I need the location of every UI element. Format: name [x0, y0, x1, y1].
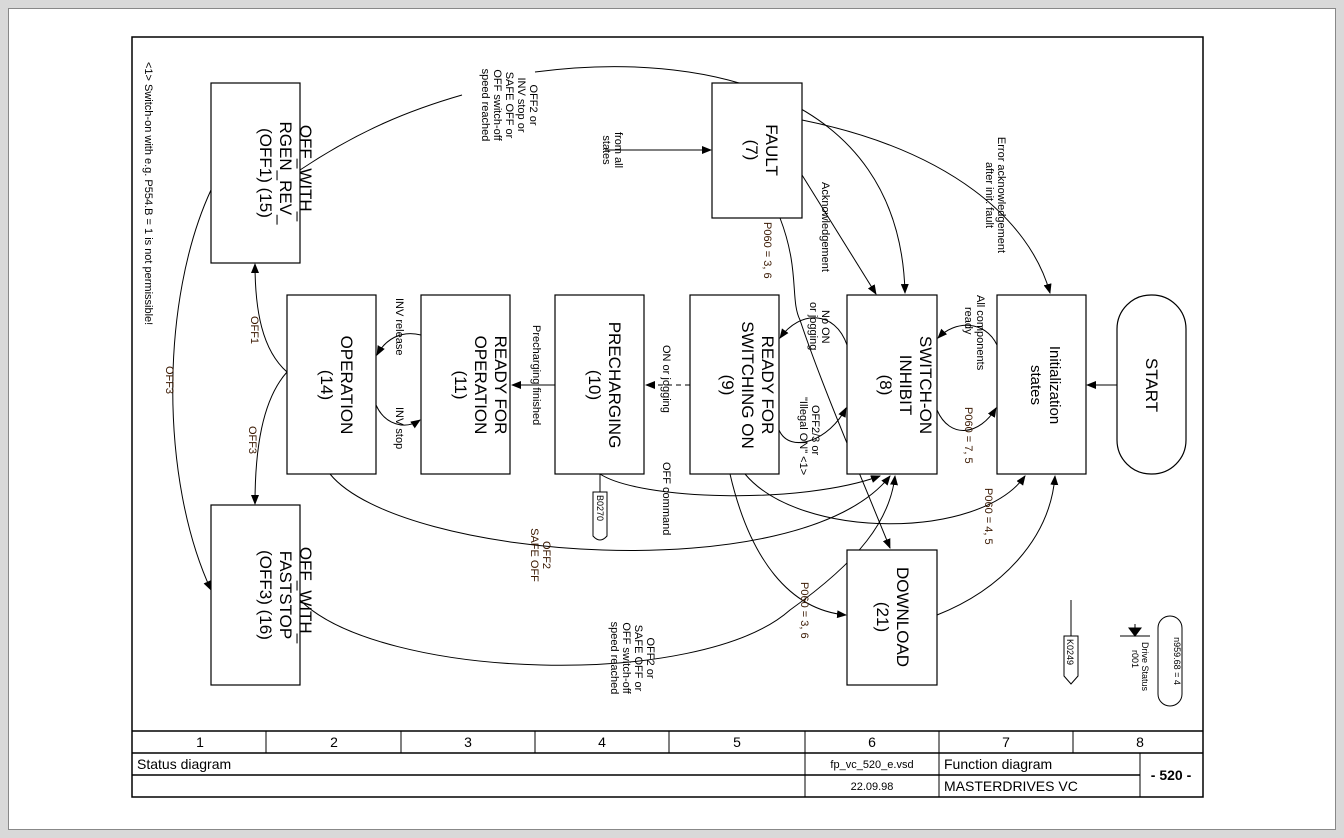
- svg-text:SWITCH-ONINHIBIT(8): SWITCH-ONINHIBIT(8): [876, 336, 935, 434]
- label-p060-45: P060 = 4, 5: [982, 488, 994, 545]
- svg-text:2: 2: [330, 734, 338, 750]
- label-off1: OFF1: [248, 316, 260, 344]
- label-off3-left: OFF3: [163, 366, 175, 394]
- svg-text:Function diagram: Function diagram: [944, 756, 1052, 772]
- state-off-with-rgen-rev: OFF_WITH_RGEN_REV_(OFF1) (15): [210, 82, 315, 264]
- svg-text:1: 1: [196, 734, 204, 750]
- state-off-with-faststop: OFF_WITH_FASTSTOP(OFF3) (16): [210, 504, 315, 686]
- state-ready-for-switching-on: READY FORSWITCHING ON(9): [689, 294, 780, 475]
- svg-text:START: START: [1142, 358, 1161, 412]
- svg-text:MASTERDRIVES VC: MASTERDRIVES VC: [944, 778, 1078, 794]
- svg-text:OFF_WITH_FASTSTOP(OFF3) (16): OFF_WITH_FASTSTOP(OFF3) (16): [256, 547, 315, 644]
- svg-text:4: 4: [598, 734, 606, 750]
- svg-text:n959.68 = 4: n959.68 = 4: [1172, 637, 1182, 685]
- label-p060-36-bottom: P060 = 3, 6: [798, 582, 810, 639]
- label-off2-top: OFF2 orINV stop orSAFE OFF orOFF switch-…: [479, 69, 539, 142]
- label-inv-release: INV release: [393, 298, 405, 355]
- svg-text:K0249: K0249: [1065, 639, 1075, 665]
- svg-text:DOWNLOAD(21): DOWNLOAD(21): [873, 567, 912, 667]
- page-number: - 520 -: [1151, 767, 1192, 783]
- label-error-ack: Error acknowledgementafter init. fault: [983, 137, 1007, 253]
- state-switch-on-inhibit: SWITCH-ONINHIBIT(8): [846, 294, 938, 475]
- state-operation: OPERATION(14): [286, 294, 377, 475]
- title-block: 1 2 3 4 5 6 7 8 Status diagram fp_vc_520…: [132, 730, 1203, 797]
- label-off3-mid: OFF3: [246, 426, 258, 454]
- n959-badge: n959.68 = 4: [1157, 615, 1183, 707]
- svg-text:READY FOROPERATION(11): READY FOROPERATION(11): [451, 336, 510, 435]
- state-initialization: Initializationstates: [996, 294, 1087, 475]
- label-off2-safe-off: OFF2SAFE OFF: [528, 528, 552, 582]
- svg-text:FAULT(7): FAULT(7): [742, 124, 781, 176]
- drive-status-r001: Drive Statusr001: [1130, 642, 1150, 692]
- label-on-or-jogging: ON or jogging: [660, 345, 672, 413]
- state-start: START: [1116, 294, 1187, 475]
- svg-text:6: 6: [868, 734, 876, 750]
- footnote: <1> Switch-on with e.g. P554.B = 1 is no…: [142, 62, 154, 325]
- transition-labels: <1> Switch-on with e.g. P554.B = 1 is no…: [142, 62, 1007, 695]
- label-p060-75: P060 = 7, 5: [962, 407, 974, 464]
- svg-text:7: 7: [1002, 734, 1010, 750]
- connector-b0270: B0270: [592, 491, 608, 541]
- label-no-on: No ONor jogging: [807, 302, 831, 350]
- label-p060-36-top: P060 = 3, 6: [761, 222, 773, 279]
- svg-text:READY FORSWITCHING ON(9): READY FORSWITCHING ON(9): [718, 321, 777, 449]
- label-inv-stop: INV stop: [393, 407, 405, 449]
- state-download: DOWNLOAD(21): [846, 549, 938, 686]
- label-precharging-finished: Precharging finished: [530, 325, 542, 425]
- svg-text:fp_vc_520_e.vsd: fp_vc_520_e.vsd: [830, 759, 913, 771]
- label-off2-bottom: OFF2 orSAFE OFF orOFF switch-offspeed re…: [608, 622, 656, 695]
- svg-text:Initializationstates: Initializationstates: [1027, 346, 1063, 424]
- connector-k0249: K0249: [1063, 635, 1079, 685]
- svg-text:B0270: B0270: [595, 495, 605, 521]
- label-all-components-ready: All componentsready: [962, 295, 986, 371]
- diagram-title: Status diagram: [137, 756, 231, 772]
- state-precharging: PRECHARGING(10): [554, 294, 645, 475]
- drawing-frame: [131, 36, 1204, 798]
- label-from-all-states: from allstates: [600, 132, 624, 168]
- svg-text:3: 3: [464, 734, 472, 750]
- state-fault: FAULT(7): [711, 82, 803, 219]
- svg-text:OPERATION(14): OPERATION(14): [317, 336, 356, 435]
- state-ready-for-operation: READY FOROPERATION(11): [420, 294, 511, 475]
- svg-text:OFF_WITH_RGEN_REV_(OFF1) (15): OFF_WITH_RGEN_REV_(OFF1) (15): [256, 122, 315, 226]
- svg-text:8: 8: [1136, 734, 1144, 750]
- transition-lines: [172, 66, 1150, 666]
- svg-text:Drive Statusr001: Drive Statusr001: [1130, 642, 1150, 692]
- label-off-command: OFF command: [660, 462, 672, 535]
- svg-text:5: 5: [733, 734, 741, 750]
- label-off23-illegal-on: OFF2/3 or"Illegal ON" <1>: [797, 397, 821, 475]
- svg-text:PRECHARGING(10): PRECHARGING(10): [585, 322, 624, 449]
- label-acknowledgement: Acknowledgement: [819, 182, 831, 272]
- svg-text:22.09.98: 22.09.98: [851, 781, 894, 793]
